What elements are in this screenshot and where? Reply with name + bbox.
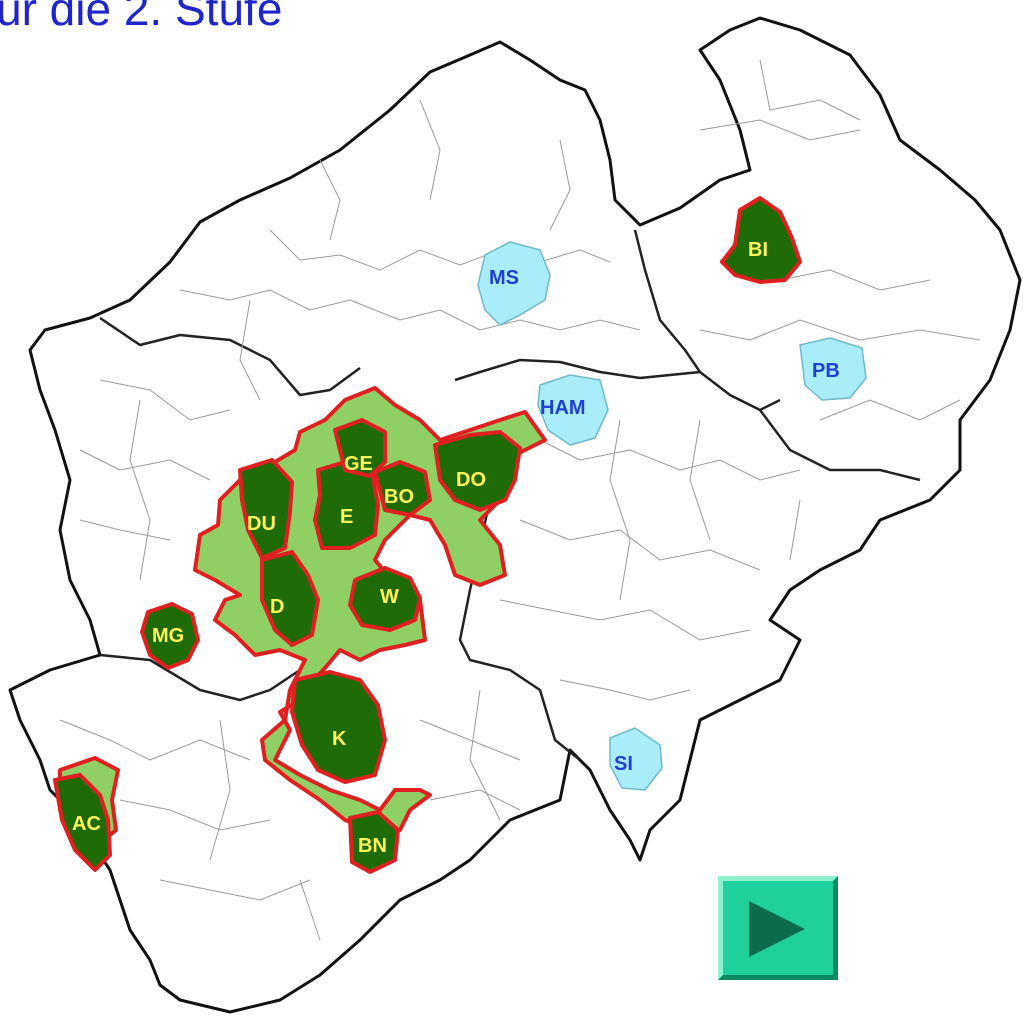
city-ham — [537, 374, 609, 446]
city-d — [260, 550, 320, 647]
city-k — [290, 670, 387, 784]
labels-yellow: BI GE DO BO E DU W D MG K AC BN — [72, 239, 768, 857]
city-si — [609, 727, 663, 791]
label-d: D — [270, 596, 284, 618]
city-mg — [140, 602, 200, 670]
city-pb — [799, 337, 867, 401]
city-ms — [477, 241, 551, 326]
city-bo — [373, 460, 432, 517]
city-ac — [53, 773, 112, 872]
label-ac: AC — [72, 813, 101, 835]
play-arrow-icon — [749, 901, 805, 957]
district-lines — [59, 59, 981, 941]
label-ge: GE — [344, 453, 373, 475]
label-e: E — [340, 506, 353, 528]
blue-cities — [477, 241, 867, 791]
region-boundaries — [99, 229, 921, 761]
label-du: DU — [247, 513, 276, 535]
label-bi: BI — [748, 239, 768, 261]
city-bn — [348, 810, 400, 874]
label-bn: BN — [358, 835, 387, 857]
state-outline — [8, 16, 1022, 1014]
label-k: K — [332, 728, 347, 750]
label-pb: PB — [812, 360, 840, 382]
label-mg: MG — [152, 625, 184, 647]
city-du — [238, 458, 294, 560]
city-do — [433, 430, 522, 512]
label-w: W — [380, 586, 399, 608]
label-ham: HAM — [540, 397, 586, 419]
label-do: DO — [456, 469, 486, 491]
city-w — [348, 566, 422, 632]
city-bi — [720, 196, 802, 284]
labels-blue: MS HAM PB SI — [489, 267, 840, 775]
label-si: SI — [614, 753, 633, 775]
next-button[interactable] — [718, 876, 838, 980]
label-ms: MS — [489, 267, 519, 289]
label-bo: BO — [384, 486, 414, 508]
page-heading: ür die 2. Stufe — [0, 0, 283, 35]
cluster-dark-cities — [53, 196, 802, 874]
city-ge — [333, 418, 387, 478]
